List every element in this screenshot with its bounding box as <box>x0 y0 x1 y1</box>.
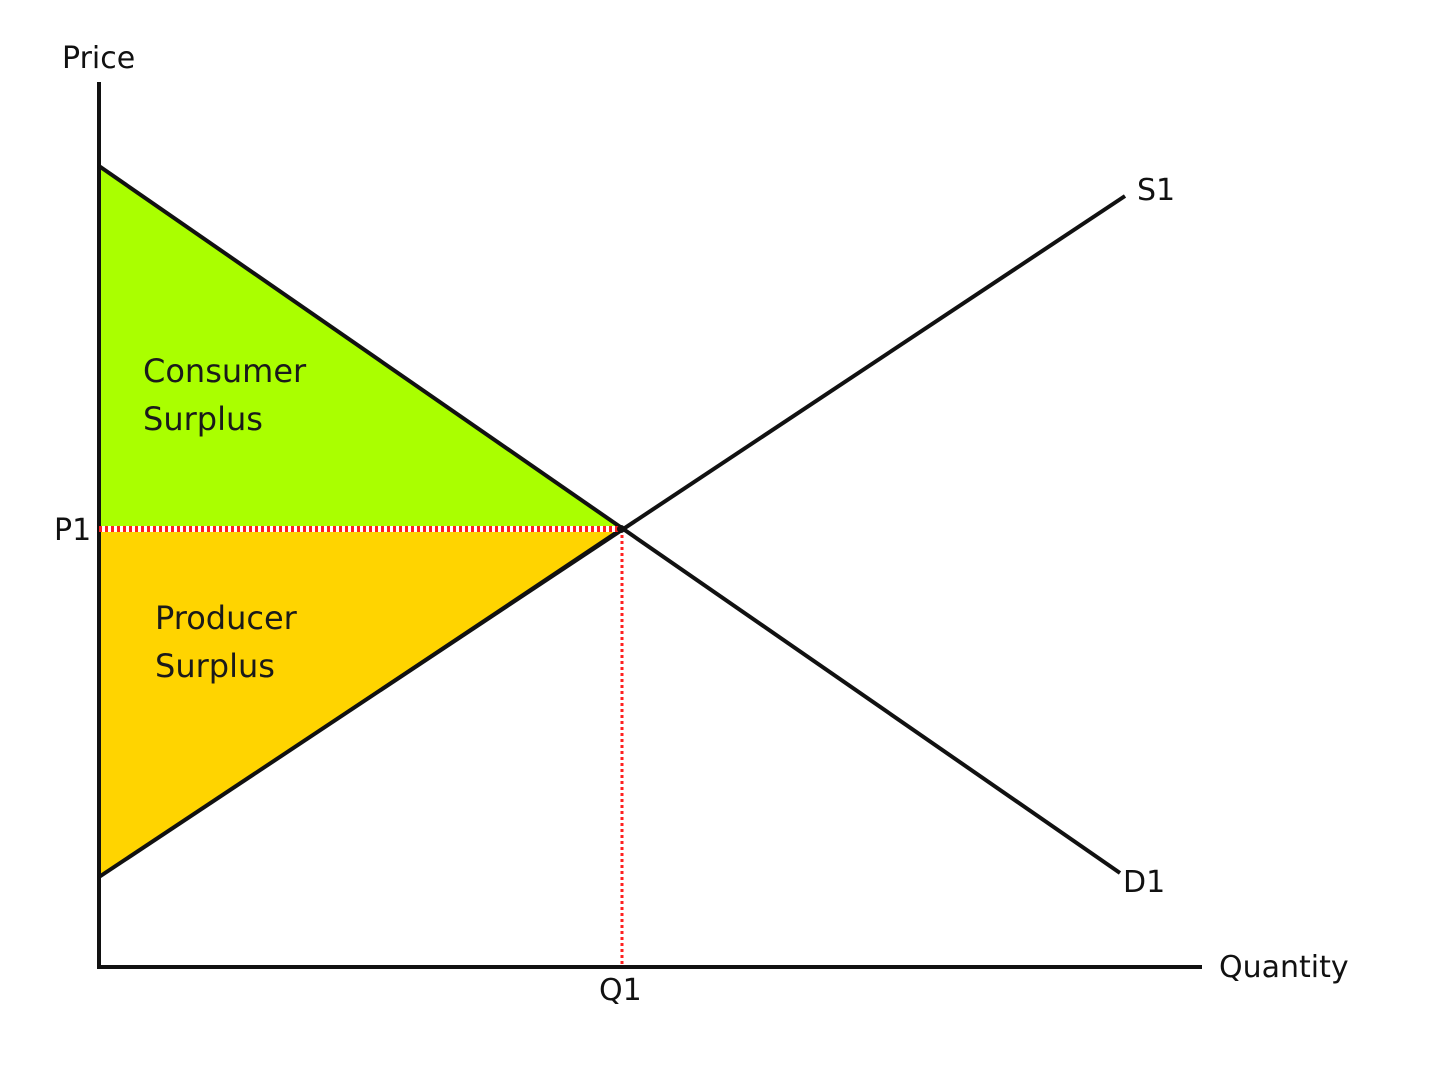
quantity-label: Q1 <box>599 973 642 1008</box>
demand-curve-label: D1 <box>1123 865 1165 900</box>
supply-curve <box>97 194 1127 879</box>
consumer-surplus-label-line2: Surplus <box>143 400 263 438</box>
producer-surplus-label-line2: Surplus <box>155 647 275 685</box>
demand-curve <box>97 164 1122 875</box>
consumer-surplus-label-line1: Consumer <box>143 352 307 390</box>
price-label: P1 <box>54 513 91 548</box>
producer-surplus-label-line1: Producer <box>155 599 298 637</box>
x-axis-label: Quantity <box>1219 950 1349 985</box>
supply-curve-label: S1 <box>1137 173 1175 208</box>
equilibrium-point <box>617 525 625 533</box>
y-axis-label: Price <box>62 41 135 76</box>
